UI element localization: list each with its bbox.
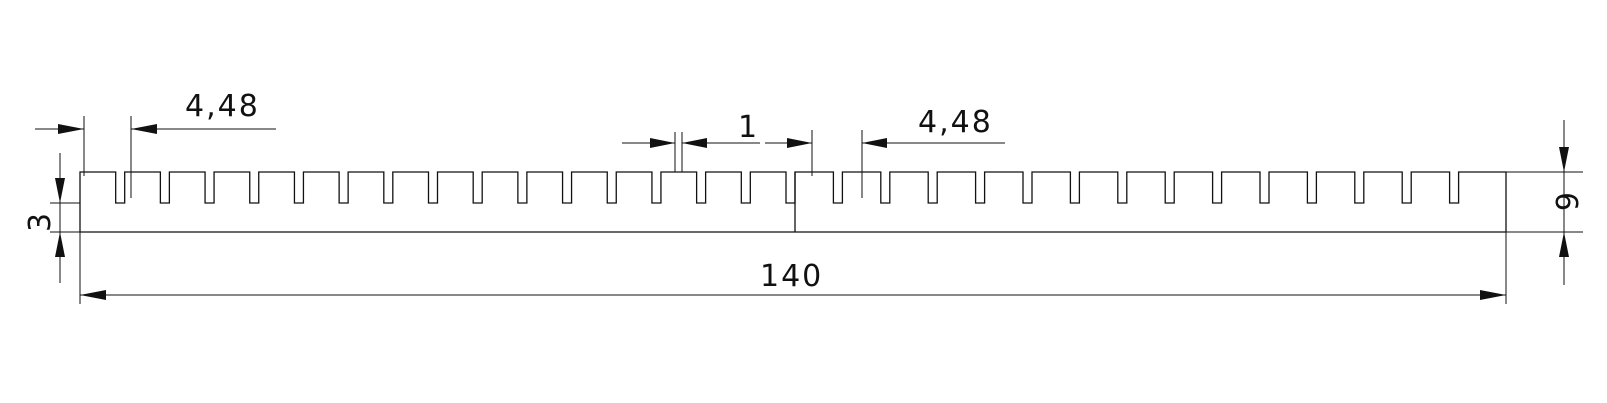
- dim-text-gap: 1: [738, 110, 759, 145]
- dimension-gap: 1: [622, 110, 760, 172]
- dim-text-groove-depth: 3: [23, 211, 58, 232]
- dimension-pitch-right: 4,48: [765, 105, 1005, 198]
- dimension-pitch-left: 4,48: [35, 89, 276, 198]
- dim-text-total-height: 6: [1548, 192, 1583, 213]
- arrow-head: [131, 124, 157, 134]
- dim-text-pitch-right: 4,48: [918, 105, 993, 140]
- dimension-total-length: 140: [79, 232, 1507, 304]
- arrow-head: [650, 138, 675, 148]
- dim-text-total-length: 140: [760, 259, 823, 294]
- arrow-head: [1559, 232, 1569, 257]
- arrow-head: [1480, 290, 1506, 300]
- dimension-groove-depth: 3: [23, 153, 80, 283]
- dim-text-pitch-left: 4,48: [185, 89, 260, 124]
- profile-outline-path: [79, 171, 1507, 233]
- arrow-head: [682, 138, 707, 148]
- dimension-total-height: 6: [1506, 120, 1583, 285]
- arrow-head: [1559, 147, 1569, 172]
- arrow-head: [862, 138, 887, 148]
- arrow-head: [58, 124, 84, 134]
- arrow-head: [55, 178, 65, 203]
- arrow-head: [55, 232, 65, 257]
- arrow-head: [787, 138, 812, 148]
- arrow-head: [80, 290, 106, 300]
- profile-outline: [79, 171, 1507, 233]
